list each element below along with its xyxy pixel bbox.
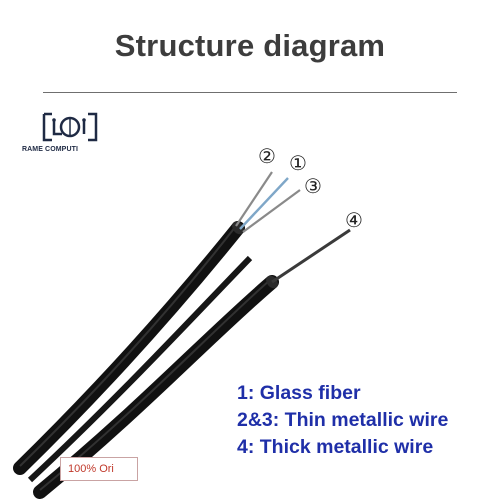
brand-logo: RAME COMPUTI	[22, 112, 118, 160]
thin-metallic-wire-2	[235, 171, 273, 227]
legend-item: 2&3: Thin metallic wire	[237, 409, 449, 431]
legend-item: 1: Glass fiber	[237, 382, 361, 404]
label-2: ②	[258, 144, 276, 168]
brand-name: RAME COMPUTI	[22, 146, 79, 153]
legend: 1: Glass fiber 2&3: Thin metallic wire 4…	[237, 380, 497, 461]
fiber-cable-jacket	[13, 221, 245, 475]
glass-fiber-1	[239, 177, 289, 230]
authenticity-badge: 100% Ori	[60, 457, 138, 481]
page-title: Structure diagram	[114, 28, 386, 63]
circuit-bracket-logo-icon	[42, 112, 98, 142]
thick-metallic-wire-4	[271, 228, 351, 284]
legend-item: 4: Thick metallic wire	[237, 436, 434, 458]
title-divider	[43, 92, 457, 93]
label-4: ④	[345, 208, 363, 232]
label-1: ①	[289, 151, 307, 175]
thin-metallic-wire-3	[242, 189, 301, 233]
label-3: ③	[304, 174, 322, 198]
